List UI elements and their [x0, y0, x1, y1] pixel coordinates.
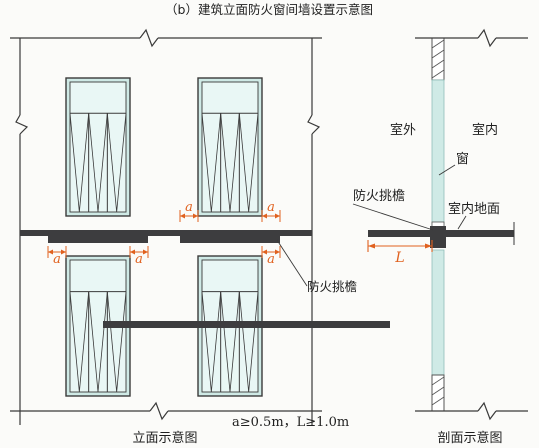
- section-break-lines: [415, 28, 528, 421]
- dim-a-label: a: [267, 252, 275, 267]
- wall-hatch-upper: [431, 39, 445, 79]
- window-bottom-left: [65, 255, 131, 397]
- dim-a-bottom-mid: a: [129, 246, 149, 267]
- dim-a-bottom-left: a: [47, 246, 67, 267]
- section-wall-lower: [431, 374, 445, 412]
- dimension-L: [367, 240, 433, 252]
- label-fire-eave-sect: 防火挑檐: [353, 188, 405, 204]
- dim-L-label: L: [394, 250, 404, 266]
- eave-lower-left: [48, 236, 148, 243]
- eave-lower-right: [180, 236, 280, 243]
- label-outdoor: 室外: [390, 122, 416, 138]
- section-glass-lower: [431, 249, 445, 376]
- fire-eave-elevation-strip: [103, 321, 390, 328]
- label-fire-eave-elev: 防火挑檐: [307, 279, 357, 294]
- leader-indoor-floor: [457, 215, 467, 230]
- window-top-right: [197, 77, 263, 217]
- section-eave-junction: [430, 226, 446, 248]
- dim-a-label: a: [185, 200, 193, 215]
- dim-a-label: a: [53, 252, 61, 267]
- label-indoor: 室内: [472, 122, 498, 138]
- section-view: [368, 28, 528, 421]
- leader-window: [438, 164, 456, 176]
- caption-section: 剖面示意图: [437, 430, 502, 446]
- dim-a-bottom-right: a: [261, 246, 281, 267]
- elevation-dimensions: a a a a a: [47, 200, 281, 267]
- elevation-wall-outline: [10, 28, 322, 425]
- wall-hatch-lower: [431, 376, 445, 406]
- label-window: 窗: [456, 151, 469, 167]
- leader-fire-eave-sect: [352, 203, 434, 231]
- dim-a-top-right: a: [261, 200, 281, 222]
- label-indoor-floor: 室内地面: [448, 201, 500, 217]
- elevation-windows: [65, 77, 263, 397]
- diagram-title: （b）建筑立面防火窗间墙设置示意图: [165, 2, 373, 17]
- dim-a-top-left: a: [179, 200, 199, 222]
- leader-fire-eave-elev: [276, 239, 308, 287]
- floor-slab-band: [20, 230, 312, 236]
- section-glass-upper: [431, 79, 445, 231]
- elevation-slabs: [20, 230, 390, 328]
- formula-text: a≥0.5m，L≥1.0m: [232, 415, 349, 430]
- dim-a-label: a: [135, 252, 143, 267]
- caption-elevation: 立面示意图: [132, 430, 197, 446]
- window-top-left: [65, 77, 131, 217]
- dim-a-label: a: [267, 200, 275, 215]
